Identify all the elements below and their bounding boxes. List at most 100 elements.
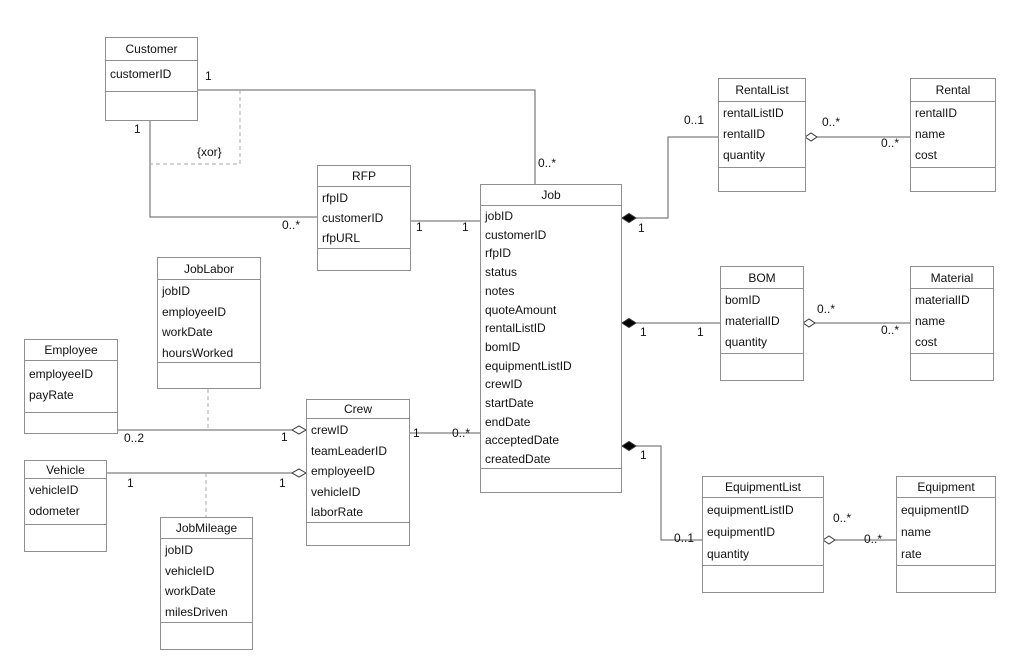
attribute: rfpURL: [322, 231, 361, 245]
attribute: rate: [901, 547, 922, 561]
attribute: equipmentListID: [707, 503, 794, 517]
attribute: crewID: [485, 377, 523, 392]
attribute: odometer: [29, 504, 80, 518]
entity-title: Material: [911, 267, 993, 289]
entity-attributes: equipmentID name rate: [897, 498, 995, 566]
entity-attributes: jobID customerID rfpID status notes quot…: [481, 206, 621, 469]
multiplicity-job-equipmentlist-equipmentlist-end: 0..1: [674, 531, 695, 545]
attribute: createdDate: [485, 452, 551, 467]
attribute: quantity: [723, 148, 766, 162]
attribute: status: [485, 265, 518, 280]
attribute: equipmentListID: [485, 358, 572, 373]
attribute: teamLeaderID: [311, 443, 388, 458]
attribute: milesDriven: [165, 604, 228, 619]
multiplicity-customer-rfp-customer-end: 1: [134, 122, 141, 136]
aggregation-diamond-crew-employee: [290, 425, 308, 435]
entity-equipmentlist: EquipmentList equipmentListID equipmentI…: [702, 476, 824, 593]
entity-title: Rental: [911, 79, 995, 102]
attribute: materialID: [725, 314, 780, 328]
edge-xor-constraint: [150, 90, 241, 165]
entity-jobmileage: JobMileage jobID vehicleID workDate mile…: [160, 517, 253, 650]
entity-title: JobMileage: [161, 518, 252, 539]
entity-vehicle: Vehicle vehicleID odometer: [24, 460, 107, 552]
entity-attributes: jobID vehicleID workDate milesDriven: [161, 539, 252, 623]
multiplicity-job-bom-bom-end: 1: [697, 325, 704, 339]
multiplicity-vehicle-crew-crew-end: 1: [279, 476, 286, 490]
entity-job: Job jobID customerID rfpID status notes …: [480, 184, 622, 493]
aggregation-diamond-equipmentlist: [822, 535, 836, 545]
attribute: employeeID: [311, 464, 376, 478]
attribute: employeeID: [29, 367, 94, 381]
attribute: materialID: [915, 293, 970, 307]
attribute: crewID: [311, 423, 349, 437]
attribute: startDate: [485, 396, 534, 411]
entity-equipment: Equipment equipmentID name rate: [896, 476, 996, 593]
attribute: jobID: [165, 543, 194, 557]
multiplicity-equipmentlist-equipment-equipmentlist-end: 0..*: [833, 511, 852, 525]
multiplicity-crew-job-crew-end: 1: [413, 426, 420, 440]
multiplicity-customer-rfp-rfp-end: 0..*: [282, 218, 301, 232]
multiplicity-rfp-job-rfp-end: 1: [416, 220, 423, 234]
attribute: workDate: [162, 325, 213, 339]
entity-title: JobLabor: [158, 258, 260, 280]
entity-joblabor: JobLabor jobID employeeID workDate hours…: [157, 257, 261, 389]
attribute: rentalListID: [485, 321, 546, 336]
multiplicity-customer-job-job-end: 0..*: [538, 156, 557, 170]
multiplicity-rentallist-rental-rentallist-end: 0..*: [822, 115, 841, 129]
multiplicity-bom-material-bom-end: 0..*: [817, 302, 836, 316]
entity-rentallist: RentalList rentalListID rentalID quantit…: [718, 78, 806, 192]
multiplicity-crew-job-job-end: 0..*: [452, 426, 471, 440]
entity-attributes: customerID: [106, 61, 197, 92]
multiplicity-job-rentallist-rentallist-end: 0..1: [684, 113, 705, 127]
entity-attributes: equipmentListID equipmentID quantity: [703, 498, 823, 566]
entity-bom: BOM bomID materialID quantity: [720, 266, 804, 381]
attribute: name: [915, 127, 946, 141]
attribute: quoteAmount: [485, 302, 557, 317]
attribute: laborRate: [311, 505, 364, 519]
edge-job-equipmentlist: [634, 445, 702, 541]
attribute: name: [901, 525, 932, 539]
entity-title: BOM: [721, 267, 803, 289]
attribute: cost: [915, 148, 938, 162]
multiplicity-rentallist-rental-rental-end: 0..*: [881, 136, 900, 150]
attribute: endDate: [485, 414, 531, 429]
attribute: notes: [485, 283, 515, 298]
entity-customer: Customer customerID: [105, 37, 198, 121]
attribute: rentalListID: [723, 106, 784, 120]
attribute: quantity: [707, 547, 750, 561]
multiplicity-employee-crew-crew-end: 1: [281, 430, 288, 444]
attribute: name: [915, 314, 946, 328]
entity-crew: Crew crewID teamLeaderID employeeID vehi…: [306, 399, 410, 546]
attribute: bomID: [485, 339, 521, 354]
entity-rfp: RFP rfpID customerID rfpURL: [317, 165, 411, 271]
multiplicity-employee-crew-employee-end: 0..2: [124, 431, 145, 445]
entity-material: Material materialID name cost: [910, 266, 994, 381]
attribute: cost: [915, 335, 938, 349]
multiplicity-job-equipmentlist-job-end: 1: [640, 448, 647, 462]
entity-title: RentalList: [719, 79, 805, 102]
edge-customer-job: [198, 89, 536, 184]
entity-attributes: rfpID customerID rfpURL: [318, 187, 410, 249]
attribute: rfpID: [485, 246, 512, 261]
attribute: customerID: [322, 211, 384, 225]
attribute: customerID: [485, 227, 547, 242]
entity-attributes: crewID teamLeaderID employeeID vehicleID…: [307, 419, 409, 523]
attribute: vehicleID: [311, 484, 361, 499]
attribute: quantity: [725, 335, 768, 349]
attribute: bomID: [725, 293, 761, 307]
attribute: acceptedDate: [485, 433, 560, 448]
multiplicity-rfp-job-job-end: 1: [462, 220, 469, 234]
attribute: hoursWorked: [162, 345, 234, 360]
attribute: equipmentID: [901, 503, 970, 517]
entity-attributes: employeeID payRate: [25, 361, 117, 413]
attribute: customerID: [110, 67, 172, 81]
attribute: rentalID: [723, 127, 766, 141]
entity-title: Job: [481, 185, 621, 206]
multiplicity-bom-material-material-end: 0..*: [881, 323, 900, 337]
composition-diamond-job-bom: [621, 317, 637, 329]
entity-employee: Employee employeeID payRate: [24, 339, 118, 434]
entity-title: EquipmentList: [703, 477, 823, 498]
entity-attributes: rentalListID rentalID quantity: [719, 102, 805, 168]
composition-diamond-job-equipmentlist: [621, 440, 637, 452]
